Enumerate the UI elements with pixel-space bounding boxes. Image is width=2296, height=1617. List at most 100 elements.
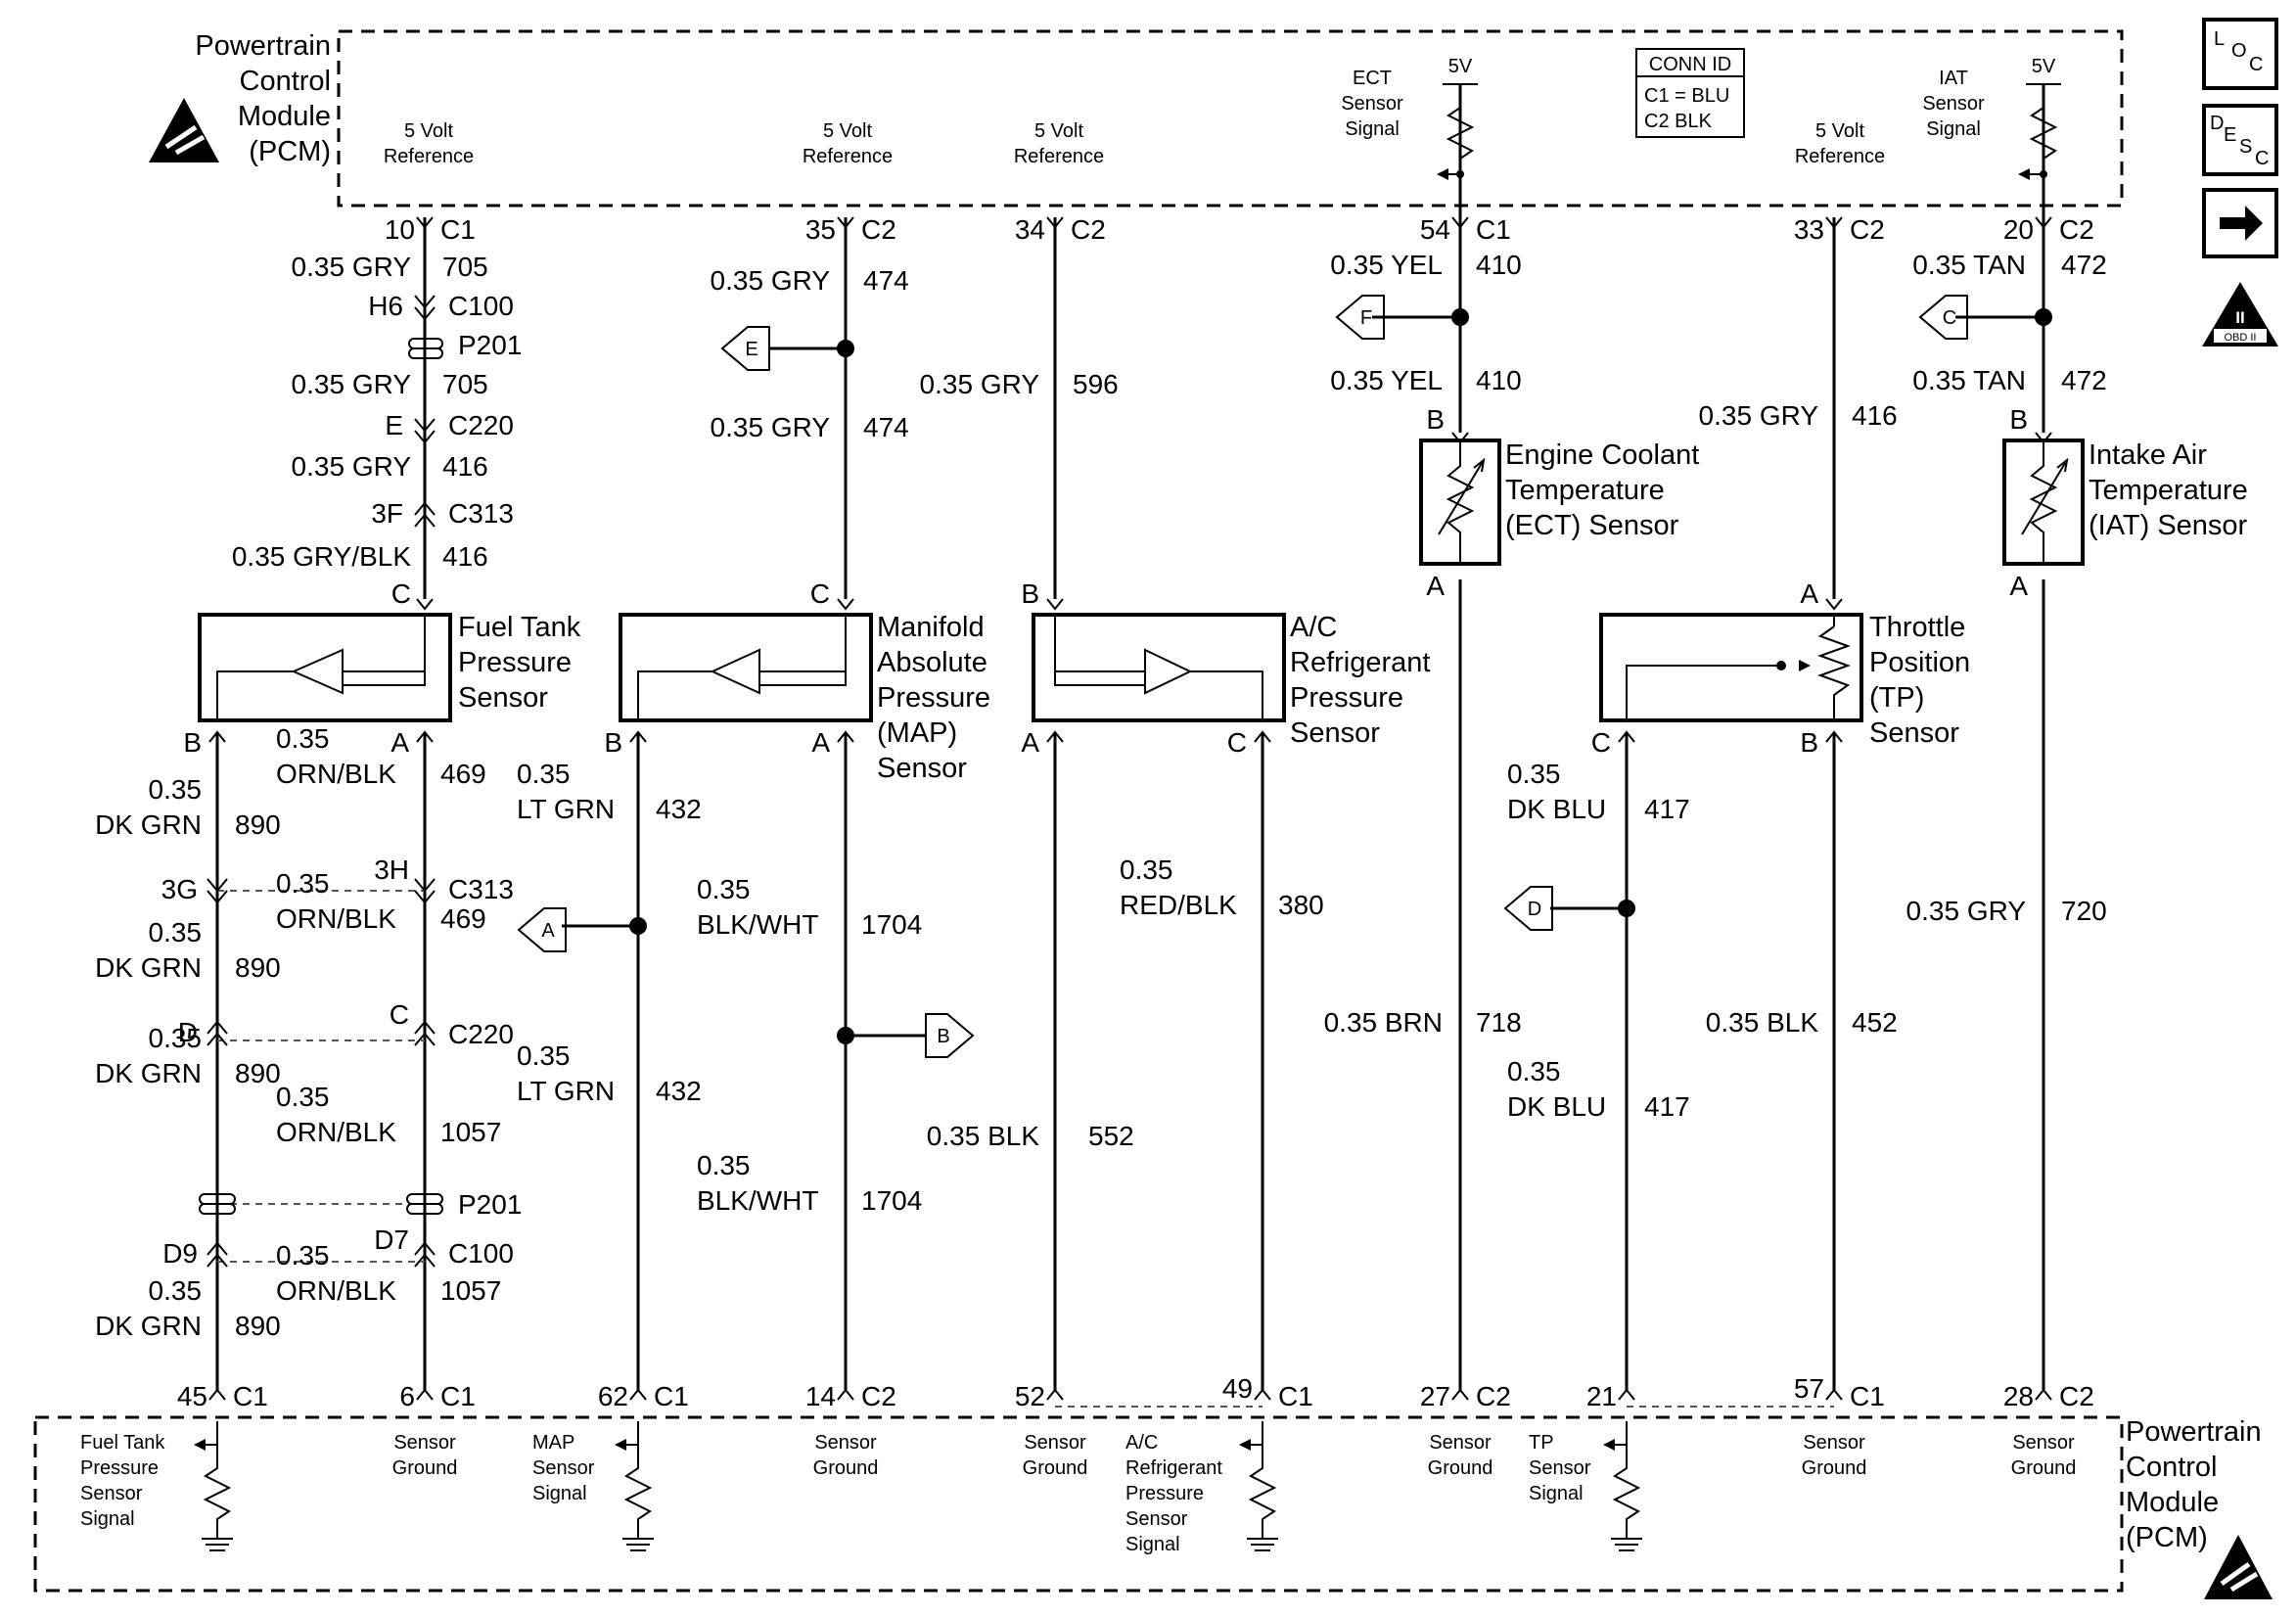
svg-text:(PCM): (PCM) [249,136,331,167]
pcm-pin-label: Ground [1428,1457,1493,1479]
connector-fork [1046,598,1064,611]
pin-number: 52 [1015,1381,1045,1411]
loc-icon[interactable]: L O C [2202,18,2278,90]
circuit-number: 432 [656,1076,702,1106]
svg-text:C1 = BLU: C1 = BLU [1644,85,1729,107]
pcm-top-label: Powertrain Control Module (PCM) [195,30,331,167]
offpage-connector-letter: E [745,339,758,360]
connector-id: P201 [458,330,522,360]
pin-number: 10 [385,214,415,245]
connector-pin: D [178,1017,198,1047]
wire-color: DK GRN [95,1058,202,1088]
offpage-connector[interactable] [720,326,770,371]
sensor-pin-letter: C [1227,727,1247,758]
circuit-number: 417 [1644,794,1690,824]
offpage-connector[interactable] [925,1013,975,1058]
ect-sensor-box [1419,439,1501,566]
offpage-connector-letter: A [541,920,555,942]
svg-text:Control: Control [240,66,332,97]
circuit-number: 705 [442,369,488,399]
sensor-pin-letter: A [1800,578,1818,609]
circuit-number: 596 [1073,369,1119,399]
offpage-connector-letter: B [937,1026,949,1047]
circuit-number: 1704 [861,1185,922,1216]
pin-number: 28 [2003,1381,2034,1411]
connector-fork [1825,598,1843,611]
connector-id: C313 [448,498,514,529]
sensor-name: Sensor [1290,717,1380,749]
pcm-pin-label: Sensor [814,1432,877,1454]
pin-number: 57 [1794,1373,1824,1404]
desc-icon[interactable]: D E S C [2202,104,2278,176]
obd-ii-icon[interactable]: II OBD II [2202,282,2278,346]
sensor-name: Temperature [2089,475,2248,506]
pcm-pin-label: 5 Volt [823,120,872,142]
sensor-name: (TP) [1869,682,1924,714]
connector-fork [1618,730,1635,743]
svg-text:(PCM): (PCM) [2126,1522,2208,1553]
wire-color: 0.35 GRY [1906,896,2027,926]
pcm-pin-label: IAT [1939,68,1968,89]
pcm-pin-label: 5 Volt [1815,120,1864,142]
sensor-name: Intake Air [2089,439,2207,471]
wire-color: 0.35 YEL [1330,365,1443,395]
wire-color: DK GRN [95,952,202,983]
pcm-pin-label: Reference [1795,146,1885,167]
wire-color: 0.35 YEL [1330,250,1443,280]
pcm-pin-label: TP [1529,1432,1554,1454]
sensor-pin-letter: B [1021,578,1039,609]
svg-text:C: C [2255,148,2269,169]
svg-text:Control: Control [2126,1452,2218,1483]
conn-id-box: CONN ID C1 = BLU C2 BLK [1635,48,1745,138]
connector-id: C2 [2059,214,2094,245]
wire-color: 0.35 GRY [292,451,412,482]
offpage-connector[interactable] [1335,295,1385,340]
svg-text:C: C [2249,54,2263,75]
offpage-connector[interactable] [1503,886,1553,931]
sensor-pin-letter: A [2009,571,2028,601]
connector-id: P201 [458,1189,522,1220]
pcm-pin-label: Ground [1023,1457,1088,1479]
wire-color: 0.35 TAN [1912,250,2026,280]
offpage-connector-letter: C [1943,307,1956,329]
sensor-name: A/C [1290,612,1337,643]
offpage-connector[interactable] [1918,295,1968,340]
circuit-number: 890 [235,809,281,840]
connector-fork [1254,730,1271,743]
pcm-pin-label: Sensor [80,1483,143,1504]
sensor-name: Pressure [877,682,990,714]
connector-fork [416,598,434,611]
wire-color: RED/BLK [1120,890,1237,920]
pin-number: 6 [399,1381,415,1411]
wire-color: 0.35 BLK [927,1121,1040,1151]
pcm-pin-label: Sensor [1529,1457,1591,1479]
wire-color: 0.35 GRY [711,265,831,296]
sensor-name: Position [1869,647,1970,678]
pcm-pin-label: 5 Volt [1034,120,1083,142]
circuit-number: 417 [1644,1091,1690,1122]
sensor-name: Sensor [877,753,967,784]
circuit-number: 705 [442,252,488,282]
connector-id: C2 [1476,1381,1511,1411]
wire-color: 0.35 [276,723,330,754]
pcm-pin-label: 5V [2032,56,2056,77]
connector-id: C313 [448,874,514,904]
pin-number: 20 [2003,214,2034,245]
circuit-number: 416 [442,451,488,482]
sensor-name: Engine Coolant [1505,439,1699,471]
wire-color: BLK/WHT [697,909,818,940]
wire-color: 0.35 [149,1275,203,1306]
pcm-internal [194,83,2061,1551]
circuit-number: 416 [1852,400,1898,431]
wire-color: 0.35 [697,874,751,904]
wire-color: 0.35 [1507,1056,1561,1086]
pcm-bottom-label: Powertrain Control Module (PCM) [2126,1416,2262,1553]
throttle-position-sensor-box [1599,613,1863,722]
wire-color: 0.35 GRY [711,412,831,442]
circuit-number: 890 [235,1058,281,1088]
pin-number: 33 [1794,214,1824,245]
next-page-arrow-icon[interactable] [2202,188,2278,258]
offpage-connector[interactable] [517,907,567,952]
wire-color: 0.35 BLK [1706,1007,1819,1038]
